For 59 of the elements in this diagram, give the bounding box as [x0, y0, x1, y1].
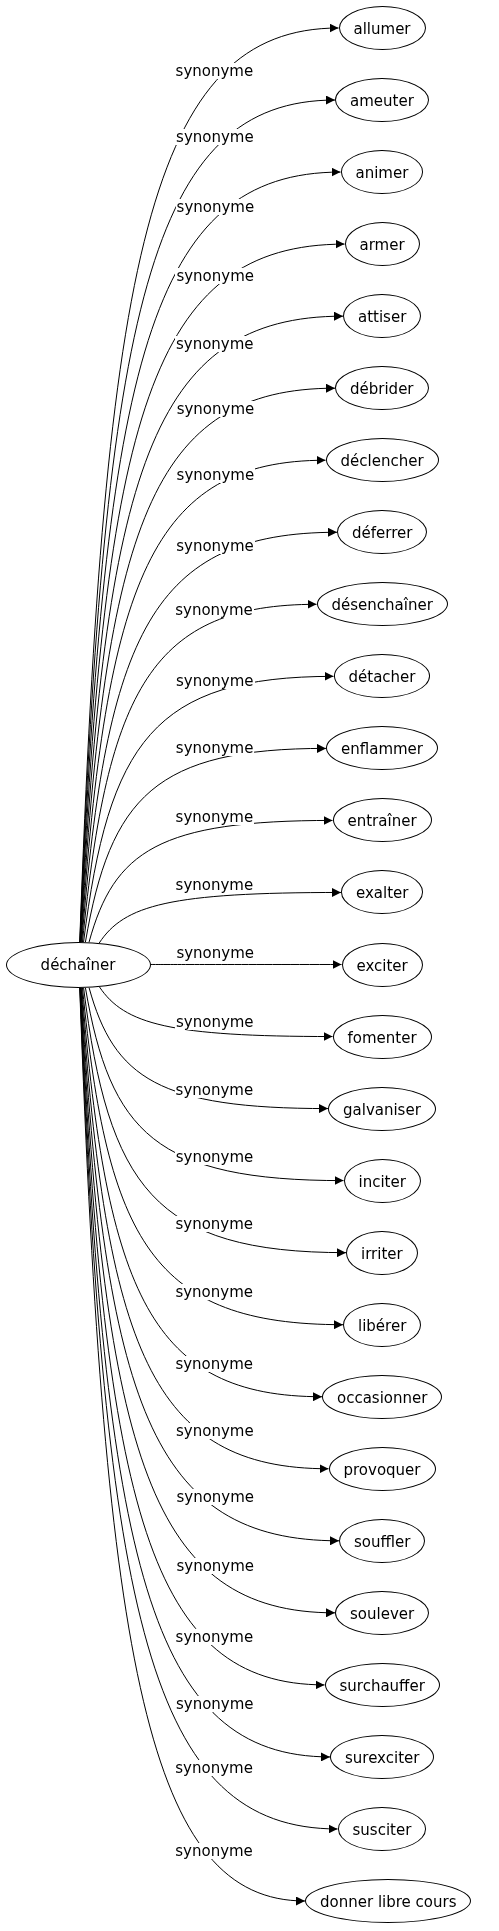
edge-label: synonyme: [175, 400, 256, 417]
edge-label: synonyme: [175, 1488, 256, 1505]
synonym-ellipse: inciter: [343, 1158, 421, 1203]
synonym-ellipse: attiser: [343, 294, 422, 339]
synonym-ellipse: soulever: [335, 1590, 430, 1635]
arrow: [81, 528, 338, 943]
synonym-ellipse: exalter: [341, 870, 424, 915]
edge-label: synonyme: [174, 63, 255, 80]
synonym-ellipse: libérer: [343, 1302, 422, 1347]
synonym-ellipse: déclencher: [325, 438, 439, 483]
arrow: [79, 987, 306, 1905]
arrow: [150, 960, 342, 969]
edge-label: synonyme: [175, 466, 256, 483]
synonym-ellipse: galvaniser: [328, 1086, 436, 1131]
edge-label: synonyme: [174, 1695, 255, 1712]
edge-label: synonyme: [174, 1759, 254, 1776]
edge-label: synonyme: [175, 1558, 256, 1574]
synonym-ellipse: irriter: [346, 1230, 418, 1275]
synonym-ellipse: surchauffer: [324, 1662, 440, 1707]
edge-label: synonyme: [175, 335, 255, 352]
edge-label: synonyme: [174, 1284, 255, 1301]
arrow: [84, 987, 344, 1185]
synonym-ellipse: souffler: [339, 1518, 426, 1563]
arrow: [81, 600, 317, 943]
edge-label: synonyme: [174, 1629, 255, 1645]
synonym-ellipse: ameuter: [335, 78, 429, 123]
synonym-ellipse: fomenter: [332, 1014, 432, 1059]
arrow: [83, 672, 334, 943]
edge-label: synonyme: [175, 198, 256, 215]
arrow: [84, 744, 327, 943]
arrow: [88, 987, 329, 1113]
edge-label: synonyme: [175, 129, 255, 146]
synonym-ellipse: susciter: [337, 1806, 427, 1851]
synonym-ellipse: donner libre cours: [305, 1879, 472, 1923]
synonym-ellipse: armer: [344, 222, 420, 267]
edge-label: synonyme: [174, 1356, 255, 1373]
synonym-ellipse: animer: [340, 150, 424, 195]
synonym-ellipse: entraîner: [332, 798, 432, 843]
edge-label: synonyme: [174, 1843, 254, 1859]
synonym-ellipse: allumer: [338, 6, 426, 50]
arrow: [98, 888, 342, 944]
arrow: [99, 986, 333, 1041]
synonym-ellipse: déferrer: [337, 510, 428, 555]
edge-label: synonyme: [175, 1423, 255, 1440]
central-word-ellipse: déchaîner: [5, 942, 151, 988]
synonym-ellipse: débrider: [335, 366, 429, 411]
arrow: [81, 987, 344, 1329]
synonym-ellipse: exciter: [341, 942, 423, 987]
synonym-ellipse: désenchaîner: [316, 582, 448, 627]
arrow: [80, 987, 329, 1473]
edge-label: synonyme: [174, 1216, 255, 1232]
synonym-ellipse: enflammer: [326, 726, 438, 771]
synonym-ellipse: provoquer: [328, 1446, 436, 1491]
edge-label: synonyme: [175, 268, 255, 285]
arrow: [88, 816, 333, 943]
synonym-ellipse: occasionner: [322, 1374, 443, 1419]
arrow: [83, 987, 347, 1257]
synonym-ellipse: surexciter: [330, 1734, 435, 1779]
synonym-ellipse: détacher: [333, 654, 431, 699]
